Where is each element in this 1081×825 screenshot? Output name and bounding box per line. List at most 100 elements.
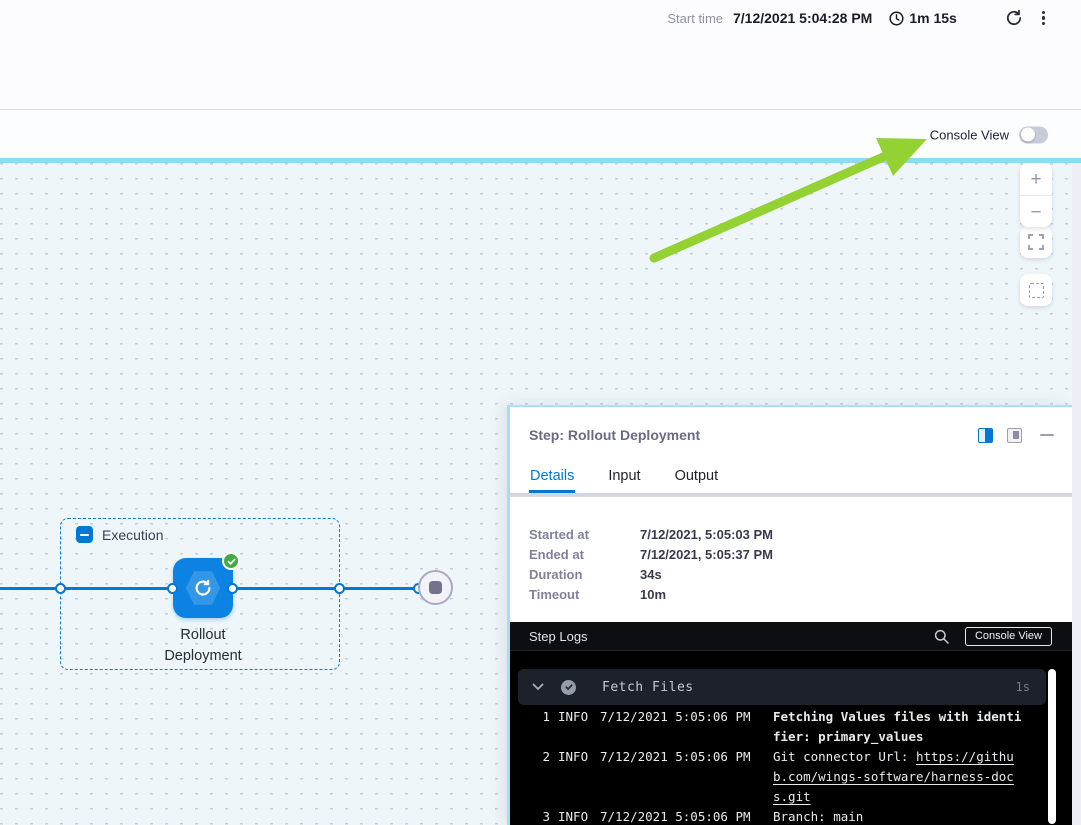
detail-value: 7/12/2021, 5:05:03 PM <box>640 527 773 542</box>
refresh-button[interactable] <box>1005 9 1023 27</box>
detail-label: Started at <box>529 527 589 542</box>
fit-view-icon <box>1028 282 1044 298</box>
plus-icon: + <box>1030 168 1042 190</box>
minus-icon <box>80 533 89 536</box>
view-toolbar: Console View <box>0 111 1081 158</box>
search-icon <box>934 629 949 644</box>
log-timestamp: 7/12/2021 5:05:06 PM <box>600 809 751 824</box>
stop-icon <box>429 581 442 594</box>
minus-icon <box>1040 433 1054 437</box>
log-group-duration: 1s <box>1015 680 1030 694</box>
console-view-control: Console View <box>930 126 1048 143</box>
step-details-panel: Step: Rollout Deployment Details Input O… <box>507 405 1072 825</box>
step-details-list: Started at 7/12/2021, 5:05:03 PM Ended a… <box>510 497 1072 605</box>
collapse-group-button[interactable] <box>76 526 93 543</box>
right-edge-strip <box>1072 163 1081 825</box>
console-view-button[interactable]: Console View <box>964 626 1052 646</box>
step-logs-title: Step Logs <box>529 628 588 644</box>
log-line-number: 3 <box>542 809 550 824</box>
log-message-prefix: Git connector Url: <box>773 749 916 764</box>
zoom-controls: + − <box>1020 163 1052 227</box>
success-badge <box>222 552 240 570</box>
console-view-toggle[interactable] <box>1019 126 1048 143</box>
split-view-right-icon <box>1007 427 1022 443</box>
minus-icon: − <box>1030 201 1042 223</box>
detail-row-ended-at: Ended at 7/12/2021, 5:05:37 PM <box>529 545 1072 565</box>
log-scrollbar[interactable] <box>1048 669 1056 824</box>
node-port <box>167 583 178 594</box>
fullscreen-icon <box>1028 234 1044 250</box>
canvas-top-divider <box>0 158 1081 163</box>
start-time-value: 7/12/2021 5:04:28 PM <box>733 10 873 26</box>
clock-icon <box>889 10 904 26</box>
detail-row-duration: Duration 34s <box>529 565 1072 585</box>
end-node <box>418 570 453 605</box>
elapsed-time: 1m 15s <box>909 10 957 26</box>
refresh-icon <box>1005 9 1023 27</box>
step-logs-body: Fetch Files 1s 1 INFO 7/12/2021 5:05:06 … <box>510 651 1072 825</box>
fit-view-button[interactable] <box>1020 274 1052 306</box>
detail-label: Timeout <box>529 587 580 602</box>
tab-output[interactable]: Output <box>674 468 720 493</box>
log-timestamp: 7/12/2021 5:05:06 PM <box>600 709 751 724</box>
execution-meta: Start time 7/12/2021 5:04:28 PM 1m 15s <box>667 9 1045 27</box>
log-line: 2 INFO 7/12/2021 5:05:06 PM Git connecto… <box>518 747 1046 807</box>
node-port <box>55 583 66 594</box>
execution-header: Start time 7/12/2021 5:04:28 PM 1m 15s <box>0 0 1081 110</box>
log-line-number: 2 <box>542 749 550 764</box>
panel-header: Step: Rollout Deployment <box>510 407 1072 443</box>
step-node-label: Rollout Deployment <box>164 627 242 664</box>
log-level: INFO <box>558 809 589 824</box>
panel-title: Step: Rollout Deployment <box>529 427 701 443</box>
execution-group-label: Execution <box>102 527 164 543</box>
log-message: Git connector Url: https://github.com/wi… <box>773 747 1025 807</box>
step-logs-section: Step Logs Console View Fetch Files <box>510 622 1072 825</box>
log-lines: 1 INFO 7/12/2021 5:05:06 PM Fetching Val… <box>518 707 1046 825</box>
hexagon-shape <box>185 571 221 605</box>
log-search-button[interactable] <box>934 629 949 644</box>
node-port <box>227 583 238 594</box>
start-time-label: Start time <box>667 10 723 26</box>
log-message: Branch: main <box>773 809 864 824</box>
detail-value: 10m <box>640 587 667 602</box>
detail-value: 34s <box>640 567 662 582</box>
log-group-name: Fetch Files <box>602 679 694 695</box>
fullscreen-button[interactable] <box>1020 226 1052 258</box>
execution-group-box: Execution <box>60 518 340 670</box>
tab-separator <box>510 493 1072 497</box>
console-view-label: Console View <box>929 127 1009 142</box>
step-node-rollout-deployment[interactable] <box>173 552 240 618</box>
log-link[interactable]: https://github.com/wings-software/harnes… <box>773 749 1014 804</box>
split-view-left-button[interactable] <box>978 427 993 443</box>
zoom-in-button[interactable]: + <box>1020 163 1052 195</box>
log-line-number: 1 <box>542 709 550 724</box>
redeploy-icon <box>192 577 214 599</box>
log-line: 1 INFO 7/12/2021 5:05:06 PM Fetching Val… <box>518 707 1046 747</box>
tab-details[interactable]: Details <box>529 468 576 493</box>
chevron-down-icon <box>532 683 544 691</box>
split-view-left-icon <box>978 427 993 443</box>
log-timestamp: 7/12/2021 5:05:06 PM <box>600 749 751 764</box>
zoom-out-button[interactable]: − <box>1020 196 1052 227</box>
check-circle-icon <box>561 679 576 695</box>
log-message: Fetching Values files with identifier: p… <box>773 709 1022 744</box>
log-level: INFO <box>558 749 589 764</box>
detail-value: 7/12/2021, 5:05:37 PM <box>640 547 773 562</box>
check-icon <box>227 557 236 566</box>
log-level: INFO <box>558 709 589 724</box>
step-logs-header: Step Logs Console View <box>510 622 1072 651</box>
tab-input[interactable]: Input <box>607 468 641 493</box>
panel-tabs: Details Input Output <box>510 468 1072 493</box>
kebab-menu-icon[interactable] <box>1041 10 1045 26</box>
minimize-panel-button[interactable] <box>1022 428 1054 443</box>
detail-row-timeout: Timeout 10m <box>529 585 1072 605</box>
detail-label: Ended at <box>529 547 584 562</box>
detail-label: Duration <box>529 567 583 582</box>
split-view-right-button[interactable] <box>1007 427 1022 443</box>
toggle-knob <box>1020 127 1035 142</box>
log-group-row[interactable]: Fetch Files 1s <box>518 669 1046 705</box>
detail-row-started-at: Started at 7/12/2021, 5:05:03 PM <box>529 525 1072 545</box>
log-line: 3 INFO 7/12/2021 5:05:06 PM Branch: main <box>518 807 1046 825</box>
zoom-divider <box>1020 195 1052 196</box>
